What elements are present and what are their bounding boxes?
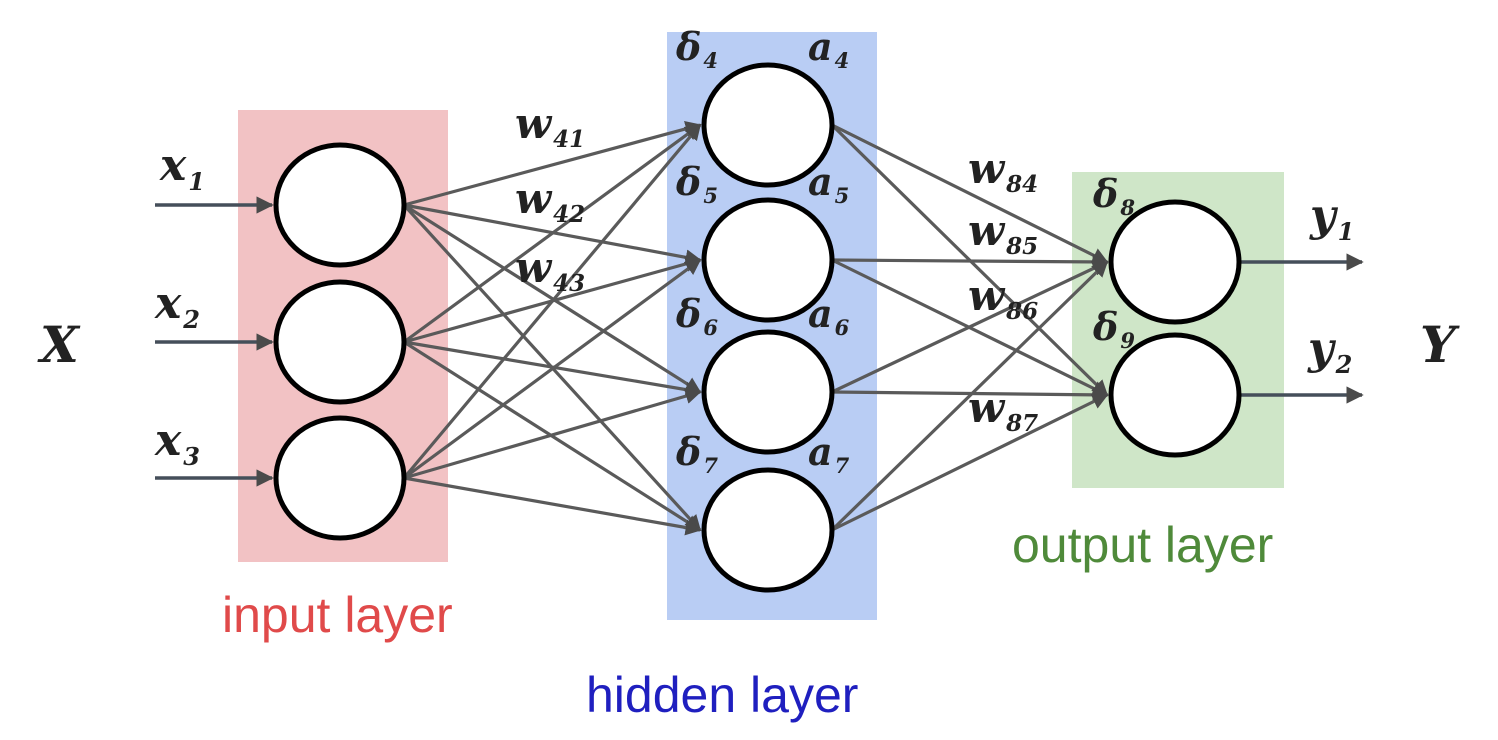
- edge-input-1-to-hidden-4: [403, 121, 702, 207]
- diagram-labels: x1 x2 x3 y1 y2 X Yδ4 a4 δ5 a5 δ6 a6 δ7 a7 δ8 δ9 w41 w42 w4…: [37, 24, 1460, 478]
- hidden-neuron-2: [701, 197, 835, 323]
- hidden-neuron-4: [701, 467, 835, 593]
- weight-w87: w87: [968, 383, 1038, 437]
- output-layer-caption: output layer: [1012, 517, 1273, 573]
- hidden-activation-6: a6: [808, 291, 850, 340]
- output-delta-9: δ9: [1092, 304, 1135, 353]
- hidden-layer-caption: hidden layer: [586, 667, 858, 723]
- edge-hidden-4-to-output-8: [831, 123, 1109, 264]
- output-label-y2: y2: [1307, 323, 1352, 379]
- input-neuron-1: [273, 142, 407, 268]
- input-vector-label: X: [37, 315, 81, 374]
- edge-input-2-to-hidden-6: [403, 340, 702, 398]
- hidden-delta-6: δ6: [675, 291, 718, 340]
- output-neuron-1: [1108, 199, 1242, 325]
- hidden-neuron-1: [701, 62, 835, 188]
- edge-hidden-6-to-output-9: [831, 386, 1109, 403]
- weight-w85: w85: [968, 206, 1038, 260]
- hidden-activation-7: a7: [808, 429, 850, 478]
- weight-w42: w42: [515, 174, 585, 228]
- hidden-activation-4: a4: [808, 24, 849, 73]
- hidden-delta-7: δ7: [675, 429, 718, 478]
- edge-input-3-to-hidden-7: [403, 476, 702, 536]
- input-label-x2: x2: [154, 278, 200, 334]
- input-label-x1: x1: [159, 140, 205, 196]
- weight-w41: w41: [515, 99, 585, 153]
- edge-input-3-to-hidden-4: [402, 123, 702, 480]
- neurons: [273, 62, 1242, 593]
- input-neuron-3: [273, 415, 407, 541]
- io-arrows: [155, 196, 1364, 487]
- weight-w84: w84: [968, 144, 1038, 198]
- edge-hidden-7-to-output-8: [830, 260, 1109, 532]
- weight-w86: w86: [968, 271, 1038, 325]
- hidden-neuron-3: [701, 329, 835, 455]
- output-label-y1: y1: [1309, 190, 1354, 246]
- edge-input-1-to-hidden-6: [403, 203, 702, 394]
- edge-hidden-6-to-output-8: [831, 260, 1109, 394]
- edge-hidden-7-to-output-9: [831, 393, 1109, 532]
- output-delta-8: δ8: [1092, 171, 1135, 220]
- edge-hidden-5-to-output-8: [831, 253, 1109, 270]
- input-label-x3: x3: [154, 415, 200, 471]
- hidden-delta-5: δ5: [675, 159, 718, 208]
- input-layer-caption: input layer: [222, 587, 453, 643]
- edge-input-2-to-hidden-4: [403, 123, 702, 344]
- edge-input-3-to-hidden-5: [403, 258, 702, 480]
- hidden-delta-4: δ4: [675, 24, 718, 73]
- hidden-activation-5: a5: [808, 159, 849, 208]
- edge-input-3-to-hidden-6: [403, 388, 702, 480]
- weight-w43: w43: [515, 243, 585, 297]
- output-neuron-2: [1108, 332, 1242, 458]
- output-vector-label: Y: [1420, 315, 1460, 374]
- connections: [402, 121, 1109, 536]
- input-neuron-2: [273, 279, 407, 405]
